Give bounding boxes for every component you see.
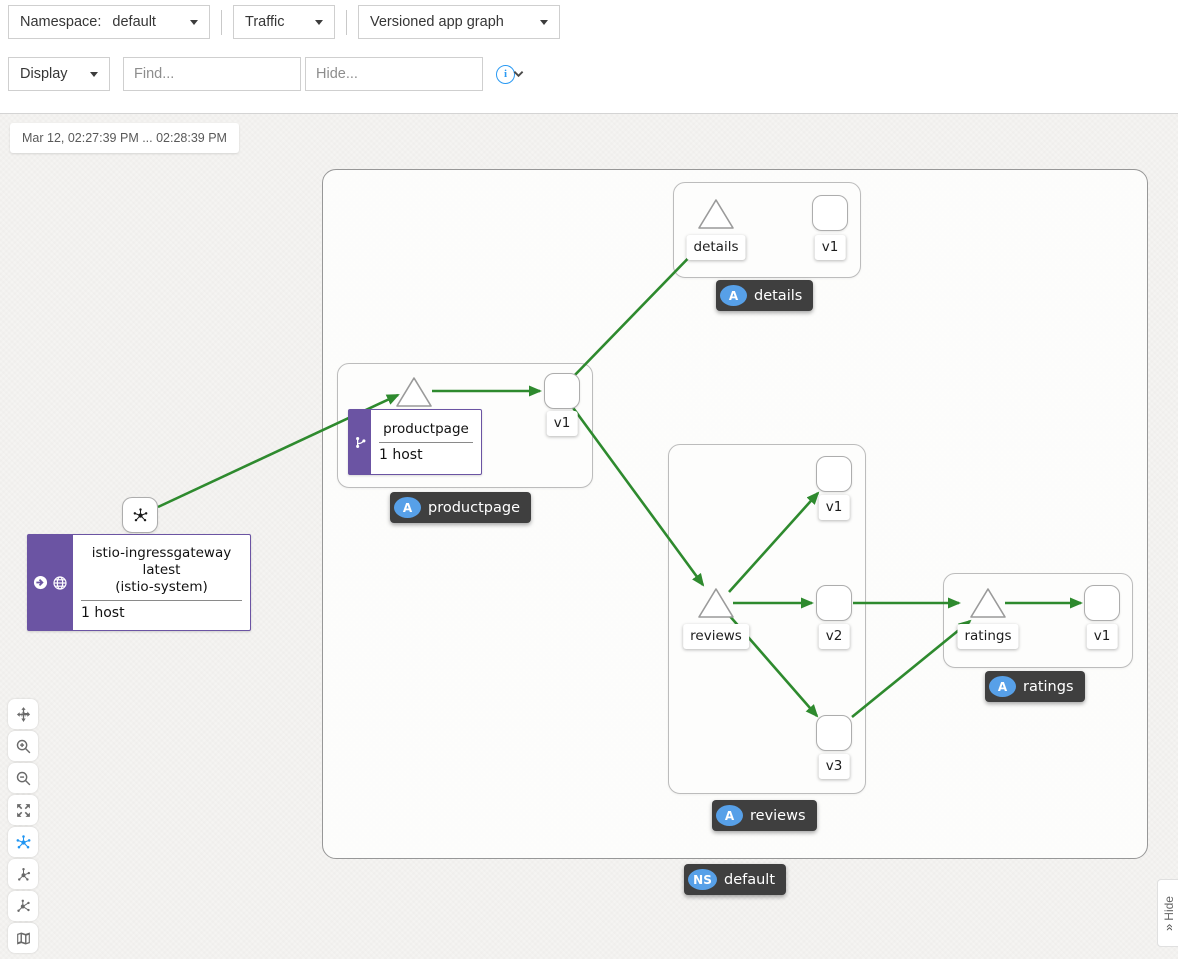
gateway-label-box[interactable]: istio-ingressgateway latest (istio-syste…	[27, 534, 251, 631]
zoom-out-button[interactable]	[8, 763, 38, 793]
node-label-reviews-v3: v3	[818, 754, 850, 779]
productpage-title: productpage	[383, 421, 469, 437]
node-label-details: details	[686, 235, 746, 260]
label-divider	[379, 442, 473, 443]
workload-node-details-v1[interactable]	[812, 195, 848, 231]
productpage-label-box[interactable]: productpage 1 host	[348, 409, 482, 475]
display-dropdown[interactable]: Display	[8, 57, 110, 91]
graph-controls	[8, 699, 38, 953]
workload-node-productpage-v1[interactable]	[544, 373, 580, 409]
toolbar-divider	[221, 9, 222, 35]
zoom-out-icon	[16, 771, 30, 785]
app-icon: A	[720, 285, 747, 306]
namespace-value: default	[112, 14, 156, 30]
map-icon	[16, 931, 30, 945]
display-label: Display	[20, 66, 68, 82]
layout-alt1-button[interactable]	[8, 859, 38, 889]
app-badge-reviews[interactable]: A reviews	[712, 800, 817, 831]
node-label-reviews: reviews	[683, 624, 749, 649]
gateway-globe-icon	[53, 575, 67, 590]
root-arrow-icon	[33, 575, 48, 590]
node-label-reviews-v2: v2	[818, 624, 850, 649]
service-node-reviews[interactable]	[696, 586, 736, 620]
gateway-label-content: istio-ingressgateway latest (istio-syste…	[73, 535, 250, 630]
productpage-label-band	[349, 410, 371, 474]
toolbar-row-1: Namespace: default Traffic Versioned app…	[8, 5, 560, 39]
namespace-label: Namespace:	[20, 14, 102, 30]
app-icon: A	[716, 805, 743, 826]
namespace-badge-label: default	[724, 871, 776, 888]
workload-node-reviews-v1[interactable]	[816, 456, 852, 492]
label-divider	[81, 599, 242, 601]
traffic-dropdown[interactable]: Traffic	[233, 5, 335, 39]
gateway-name: istio-ingressgateway	[91, 544, 232, 561]
app-badge-label: details	[754, 287, 803, 304]
move-icon	[16, 706, 30, 722]
hide-button-label: Hide	[1161, 895, 1176, 921]
node-label-reviews-v1: v1	[818, 495, 850, 520]
side-panel-hide-button[interactable]: » Hide	[1157, 879, 1178, 947]
app-icon: A	[394, 497, 421, 518]
fit-to-screen-button[interactable]	[8, 795, 38, 825]
gateway-hosts: 1 host	[81, 604, 125, 621]
workload-node-reviews-v2[interactable]	[816, 585, 852, 621]
workload-node-ratings-v1[interactable]	[1084, 585, 1120, 621]
chevron-down-icon	[315, 19, 323, 25]
find-input[interactable]	[124, 58, 331, 90]
service-node-productpage[interactable]	[394, 375, 434, 409]
layout-default-button[interactable]	[8, 827, 38, 857]
time-range-chip: Mar 12, 02:27:39 PM ... 02:28:39 PM	[10, 123, 239, 153]
node-label-ratings-v1: v1	[1086, 624, 1118, 649]
chevron-down-icon	[90, 71, 98, 77]
zoom-in-button[interactable]	[8, 731, 38, 761]
legend-button[interactable]	[8, 923, 38, 953]
app-badge-ratings[interactable]: A ratings	[985, 671, 1085, 702]
graph-layout-icon	[16, 899, 30, 912]
pan-button[interactable]	[8, 699, 38, 729]
gateway-version: latest	[142, 561, 181, 578]
app-badge-productpage[interactable]: A productpage	[390, 492, 531, 523]
gateway-namespace: (istio-system)	[115, 578, 208, 595]
node-label-productpage-v1: v1	[546, 411, 578, 436]
toolbar-divider	[346, 9, 347, 35]
find-combobox	[123, 57, 342, 91]
chevron-down-icon	[190, 19, 198, 25]
namespace-icon: NS	[688, 869, 717, 890]
traffic-label: Traffic	[245, 14, 285, 30]
zoom-in-icon	[16, 739, 30, 753]
graph-layout-icon	[17, 867, 30, 881]
virtual-service-branch-icon	[355, 436, 365, 448]
chevron-down-icon[interactable]	[513, 70, 524, 78]
expand-arrows-icon	[16, 803, 30, 817]
mesh-icon	[133, 507, 147, 521]
app-badge-label: reviews	[750, 807, 806, 824]
service-node-ratings[interactable]	[968, 586, 1008, 620]
node-label-details-v1: v1	[814, 235, 846, 260]
hide-input[interactable]	[306, 58, 513, 90]
node-label-ratings: ratings	[957, 624, 1019, 649]
workload-node-reviews-v3[interactable]	[816, 715, 852, 751]
graph-layout-icon	[16, 834, 30, 848]
app-badge-label: ratings	[1023, 678, 1074, 695]
productpage-label-content: productpage 1 host	[371, 410, 481, 474]
hide-button-content: » Hide	[1161, 896, 1176, 931]
toolbar-row-2: Display i	[8, 57, 524, 91]
layout-alt2-button[interactable]	[8, 891, 38, 921]
double-chevron-icon: »	[1160, 925, 1176, 931]
app-icon: A	[989, 676, 1016, 697]
app-badge-details[interactable]: A details	[716, 280, 814, 311]
graph-type-label: Versioned app graph	[370, 14, 504, 30]
workload-node-istio-ingressgateway[interactable]	[122, 497, 158, 533]
productpage-hosts: 1 host	[379, 447, 423, 463]
chevron-down-icon	[540, 19, 548, 25]
app-badge-label: productpage	[428, 499, 520, 516]
namespace-dropdown[interactable]: Namespace: default	[8, 5, 210, 39]
namespace-badge-default[interactable]: NS default	[684, 864, 787, 895]
service-node-details[interactable]	[696, 197, 736, 231]
graph-canvas[interactable]: Mar 12, 02:27:39 PM ... 02:28:39 PM	[0, 113, 1178, 959]
graph-type-dropdown[interactable]: Versioned app graph	[358, 5, 560, 39]
gateway-label-band	[28, 535, 73, 630]
hide-combobox	[305, 57, 524, 91]
